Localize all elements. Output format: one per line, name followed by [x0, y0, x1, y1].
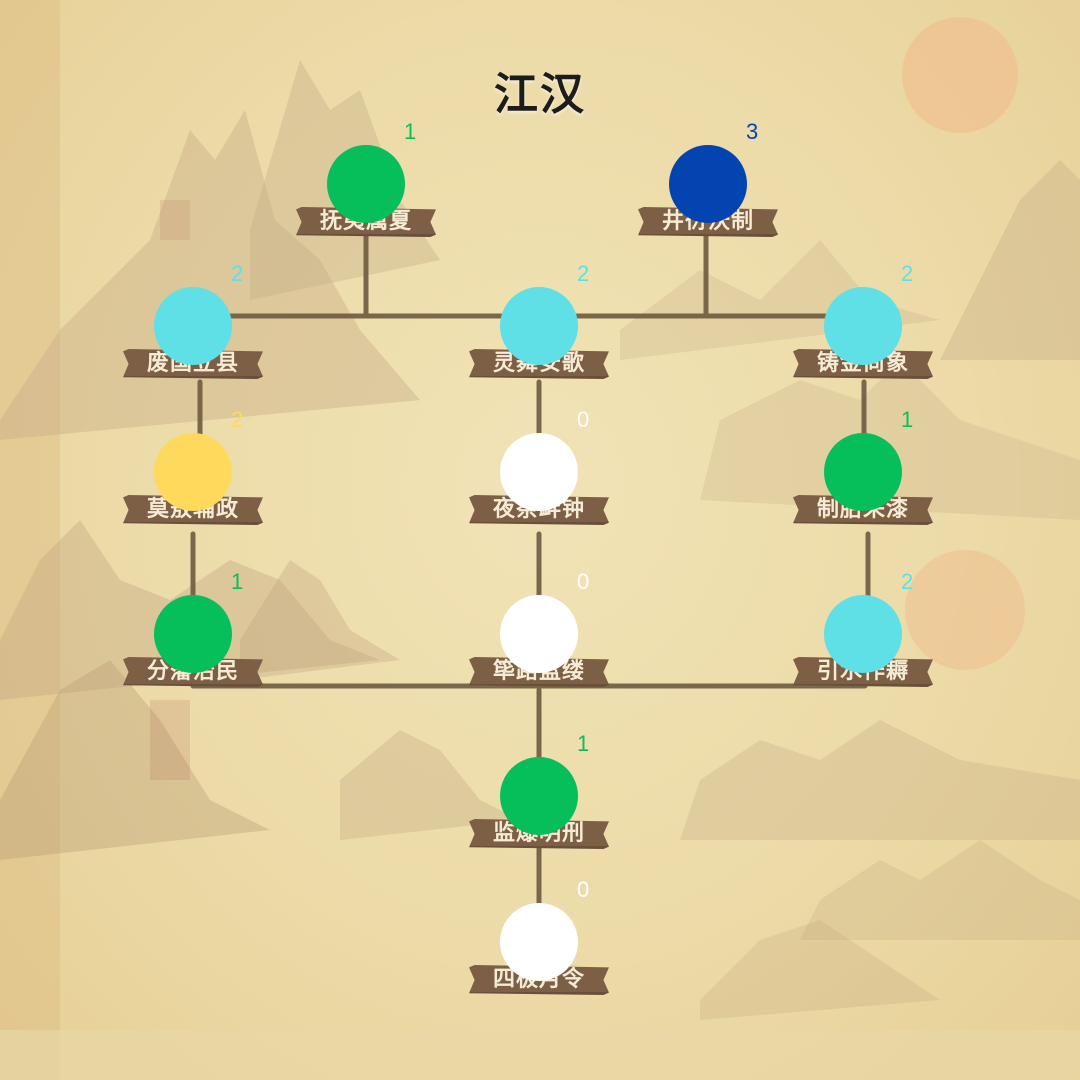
tech-node-status-circle[interactable]: [669, 145, 747, 223]
tech-node-status-circle[interactable]: [824, 595, 902, 673]
tech-node-level-count: 2: [901, 261, 914, 286]
tech-node-level-count: 0: [577, 407, 590, 432]
tech-node-level-count: 2: [901, 569, 914, 594]
tech-node[interactable]: 夜祭衅钟0: [439, 407, 639, 563]
tech-node-status-circle[interactable]: [824, 433, 902, 511]
tech-node-status-circle[interactable]: [824, 287, 902, 365]
region-title: 江汉: [494, 69, 586, 120]
tech-node[interactable]: 监爆明刑1: [439, 731, 639, 887]
tech-node-status-circle[interactable]: [327, 145, 405, 223]
tech-node[interactable]: 铸金尚象2: [763, 261, 963, 417]
tech-node[interactable]: 分藩治民1: [93, 569, 293, 725]
tech-node-level-count: 0: [577, 569, 590, 594]
tech-node[interactable]: 废国立县2: [93, 261, 293, 417]
tech-node[interactable]: 引水作耨2: [763, 569, 963, 725]
tech-node[interactable]: 抚夷属夏1: [266, 119, 466, 275]
tech-node-status-circle[interactable]: [500, 595, 578, 673]
tech-node-level-count: 2: [231, 261, 244, 286]
tech-node[interactable]: 井衍沃制3: [608, 119, 808, 275]
tech-node[interactable]: 制胎采漆1: [763, 407, 963, 563]
tech-node-status-circle[interactable]: [500, 757, 578, 835]
tech-node[interactable]: 莫敖辅政2: [93, 407, 293, 563]
tech-node-level-count: 0: [577, 877, 590, 902]
tech-node-status-circle[interactable]: [500, 903, 578, 981]
tech-node-level-count: 2: [577, 261, 590, 286]
tech-node-level-count: 1: [901, 407, 914, 432]
tech-node[interactable]: 四极月令0: [439, 877, 639, 1033]
tech-node-status-circle[interactable]: [500, 287, 578, 365]
tech-node-level-count: 2: [231, 407, 244, 432]
tech-node[interactable]: 筚路蓝缕0: [439, 569, 639, 725]
tech-node[interactable]: 灵舞安歌2: [439, 261, 639, 417]
tech-node-status-circle[interactable]: [154, 433, 232, 511]
tech-node-level-count: 1: [231, 569, 244, 594]
tech-node-level-count: 1: [404, 119, 417, 144]
tech-node-level-count: 1: [577, 731, 590, 756]
tech-node-level-count: 3: [746, 119, 759, 144]
tech-node-status-circle[interactable]: [154, 595, 232, 673]
tech-node-status-circle[interactable]: [154, 287, 232, 365]
tech-node-status-circle[interactable]: [500, 433, 578, 511]
